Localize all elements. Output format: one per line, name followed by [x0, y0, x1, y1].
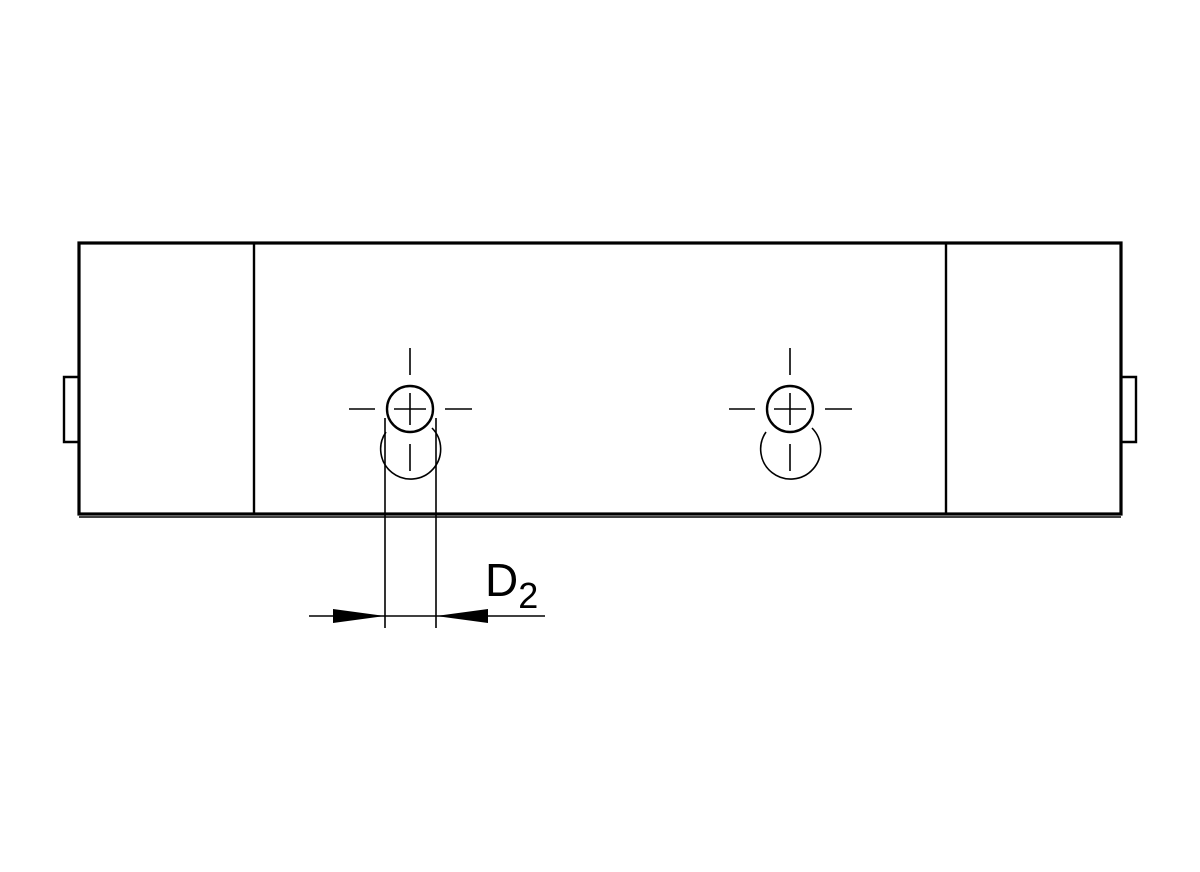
- body-rect: [77, 241, 1123, 516]
- right-tab: [1121, 375, 1138, 444]
- body-outline: [77, 241, 1123, 518]
- dimension-label: D2: [485, 554, 538, 616]
- dimension-arrow-left: [333, 609, 385, 623]
- dimension-subscript: 2: [518, 575, 538, 616]
- dimension-d2: D2: [309, 418, 545, 628]
- hole-left-inner-circle: [385, 384, 435, 434]
- hole-right-thread-arc: [759, 427, 822, 480]
- hole-right: [729, 348, 852, 480]
- side-tabs: [62, 375, 1138, 444]
- hole-left: [349, 348, 472, 480]
- dimension-arrow-right: [436, 609, 488, 623]
- hole-right-inner-circle: [765, 384, 815, 434]
- left-tab: [62, 375, 79, 444]
- dimension-symbol: D: [485, 554, 518, 606]
- hole-left-thread-arc: [379, 427, 442, 480]
